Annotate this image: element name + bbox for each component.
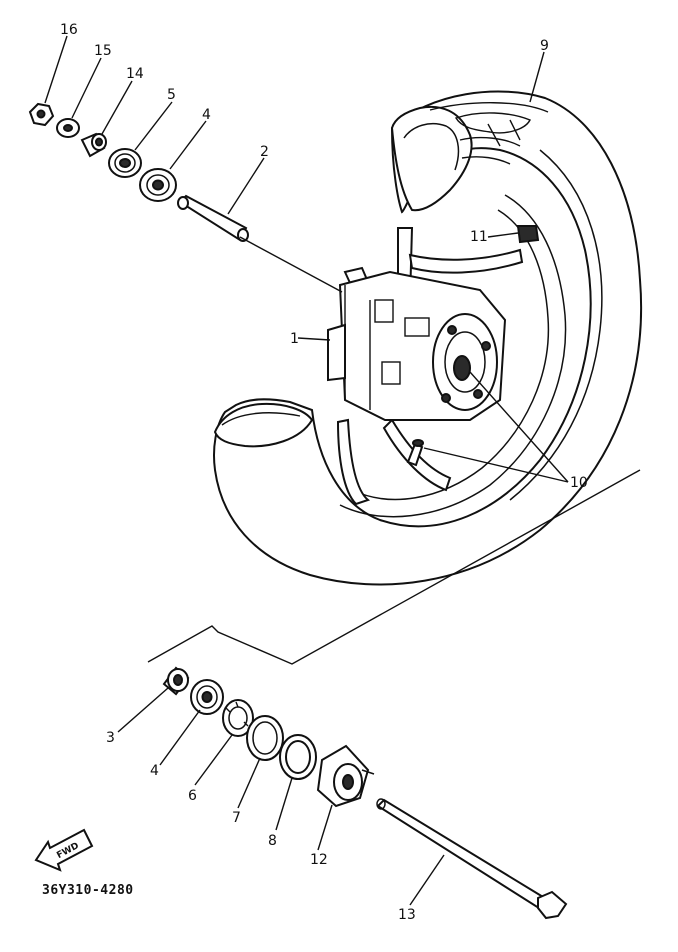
diagram-part-number: 36Y310-4280 xyxy=(42,883,134,898)
callout-5: 5 xyxy=(167,87,176,103)
oil-seal-8 xyxy=(279,734,317,780)
callout-16: 16 xyxy=(60,22,78,38)
washer-15 xyxy=(56,118,80,138)
callout-11: 11 xyxy=(470,229,488,245)
fwd-arrow: FWD xyxy=(34,828,94,872)
callout-14: 14 xyxy=(126,66,144,82)
meter-clutch-12 xyxy=(316,744,375,808)
oil-seal-3 xyxy=(162,666,190,696)
axle-13 xyxy=(376,798,568,920)
callout-13: 13 xyxy=(398,907,416,923)
bearing-4-bottom xyxy=(190,679,224,715)
callout-6: 6 xyxy=(188,788,197,804)
spacer-2 xyxy=(177,194,249,242)
callout-15: 15 xyxy=(94,43,112,59)
callout-4-bottom: 4 xyxy=(150,763,159,779)
rim-and-hub xyxy=(327,194,567,518)
plate-7 xyxy=(246,715,284,761)
tire xyxy=(213,90,643,586)
nut-16 xyxy=(28,102,55,127)
callout-2: 2 xyxy=(260,144,269,160)
collar-14 xyxy=(80,132,107,158)
callout-8: 8 xyxy=(268,833,277,849)
balance-weight xyxy=(516,225,540,244)
callout-10: 10 xyxy=(570,475,588,491)
callout-3: 3 xyxy=(106,730,115,746)
bearing-4-top xyxy=(139,168,177,202)
callout-4-top: 4 xyxy=(202,107,211,123)
callout-1: 1 xyxy=(290,331,299,347)
callout-12: 12 xyxy=(310,852,328,868)
callout-7: 7 xyxy=(232,810,241,826)
callout-9: 9 xyxy=(540,38,549,54)
retainer-6 xyxy=(222,699,254,737)
oil-seal-5 xyxy=(108,148,142,178)
air-valve xyxy=(406,439,424,467)
leader-lines xyxy=(44,35,641,906)
